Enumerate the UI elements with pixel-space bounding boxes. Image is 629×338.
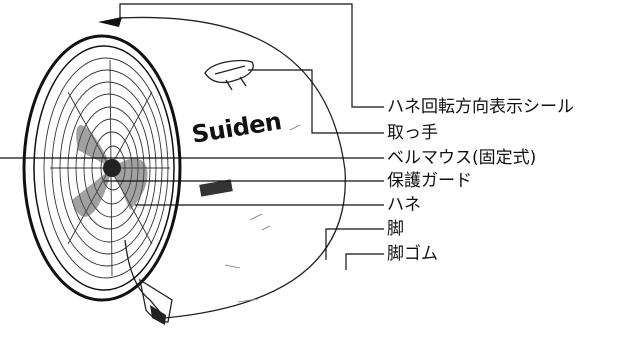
protective-guard [43, 57, 170, 279]
leader-rotation-sticker [119, 3, 384, 108]
rotation-sticker [98, 17, 122, 27]
fan-housing [119, 16, 346, 319]
fan-blades [72, 125, 148, 217]
foot-rubber [150, 305, 166, 325]
label-protective-guard: 保護ガード [387, 171, 472, 191]
leader-lines [0, 3, 384, 270]
logo-plate [199, 179, 233, 197]
leader-foot [325, 228, 384, 260]
hub [103, 159, 121, 177]
label-bell-mouth: ベルマウス(固定式) [387, 148, 537, 168]
leader-handle [248, 69, 384, 134]
label-blade: ハネ [387, 195, 421, 215]
leader-foot-rubber [345, 253, 384, 270]
label-handle: 取っ手 [387, 123, 438, 143]
bell-mouth-rim [22, 34, 182, 302]
label-rotation-sticker: ハネ回転方向表示シール [387, 97, 574, 117]
label-foot: 脚 [387, 219, 404, 239]
handle [204, 59, 254, 91]
label-foot-rubber: 脚ゴム [387, 244, 438, 264]
